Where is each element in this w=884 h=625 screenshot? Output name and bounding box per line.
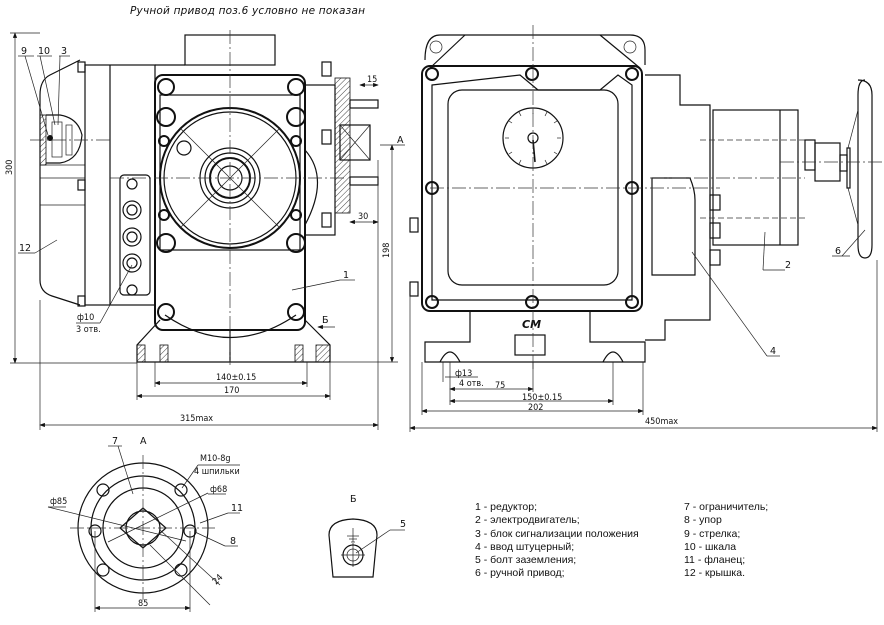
dim-square-24: 24: [211, 573, 225, 587]
callout-1: 1: [343, 270, 349, 281]
cover-bolts: [425, 67, 639, 309]
hole-note-3: 3 отв.: [76, 325, 101, 335]
legend-item: 6 - ручной привод;: [475, 567, 565, 580]
svg-text:СМ: СМ: [522, 318, 541, 331]
cable-glands: [122, 178, 142, 296]
view-a-title: А: [140, 436, 147, 447]
legend-item: 8 - упор: [684, 514, 722, 527]
legend-item: 10 - шкала: [684, 540, 737, 553]
callout-12: 12: [19, 243, 31, 254]
legend-right: 7 - ограничитель; 8 - упор 9 - стрелка; …: [684, 501, 768, 581]
dim-base-170: 170: [224, 386, 239, 396]
callout-11: 11: [231, 503, 243, 514]
dim-d68: ф68: [210, 485, 227, 495]
side-view: СМ: [409, 25, 884, 370]
callout-7: 7: [112, 436, 118, 447]
dim-shaft-30: 30: [358, 212, 368, 222]
arrow-9: [47, 135, 53, 141]
callout-8: 8: [230, 536, 236, 547]
thread-m10: M10-8g: [200, 454, 231, 464]
cover-12: [39, 59, 81, 306]
dial-ticks: [505, 110, 561, 165]
callout-5: 5: [400, 519, 406, 530]
hole-note-d10: ф10: [77, 313, 94, 323]
side-dimensions: [409, 260, 878, 432]
legend-item: 2 - электродвигатель;: [475, 514, 580, 527]
legend-item: 9 - стрелка;: [684, 527, 741, 540]
section-mark-a: А: [397, 135, 404, 146]
view-mark-b: Б: [322, 315, 329, 326]
view-a: [47, 455, 221, 612]
view-a-callouts: [108, 445, 240, 547]
view-b: [328, 518, 405, 578]
callout-6: 6: [835, 246, 841, 257]
front-dimensions: [10, 32, 405, 430]
studs-4: 4 шпильки: [194, 467, 240, 477]
callout-9: 9: [21, 46, 27, 57]
dim-75: 75: [495, 381, 505, 391]
side-callouts: [691, 229, 866, 357]
dim-height-300: 300: [5, 160, 15, 175]
studs: [96, 483, 188, 577]
view-b-title: Б: [350, 494, 357, 505]
legend-item: 11 - фланец;: [684, 554, 746, 567]
dim-axis-198: 198: [382, 243, 392, 258]
callout-2: 2: [785, 260, 791, 271]
legend-item: 5 - болт заземления;: [475, 554, 577, 567]
dim-shaft-15: 15: [367, 75, 377, 85]
dim-85: 85: [138, 599, 148, 609]
dim-150: 150±0.15: [522, 393, 562, 403]
legend-item: 4 - ввод штуцерный;: [475, 540, 575, 553]
dim-width-315max: 315max: [180, 414, 213, 424]
side-hole-d13: ф13: [455, 369, 472, 379]
legend-item: 7 - ограничитель;: [684, 501, 769, 513]
front-callouts: [18, 55, 355, 291]
legend-left: 1 - редуктор; 2 - электродвигатель; 3 - …: [475, 501, 639, 581]
side-hole-4: 4 отв.: [459, 379, 484, 389]
legend-item: 1 - редуктор;: [475, 501, 537, 513]
dim-d85: ф85: [50, 497, 67, 507]
callout-10: 10: [38, 46, 50, 57]
drawing-note: Ручной привод поз.6 условно не показан: [130, 5, 366, 17]
dim-base-holes-140: 140±0.15: [216, 373, 256, 383]
legend-item: 12 - крышка.: [684, 567, 745, 580]
legend-item: 3 - блок сигнализации положения: [475, 527, 639, 540]
callout-3: 3: [61, 46, 67, 57]
dim-450max: 450max: [645, 417, 678, 427]
front-view: [30, 30, 379, 365]
cover-plate: [421, 65, 643, 312]
callout-4: 4: [770, 346, 776, 357]
gearbox-bolts: [156, 78, 306, 321]
dim-202: 202: [528, 403, 543, 413]
